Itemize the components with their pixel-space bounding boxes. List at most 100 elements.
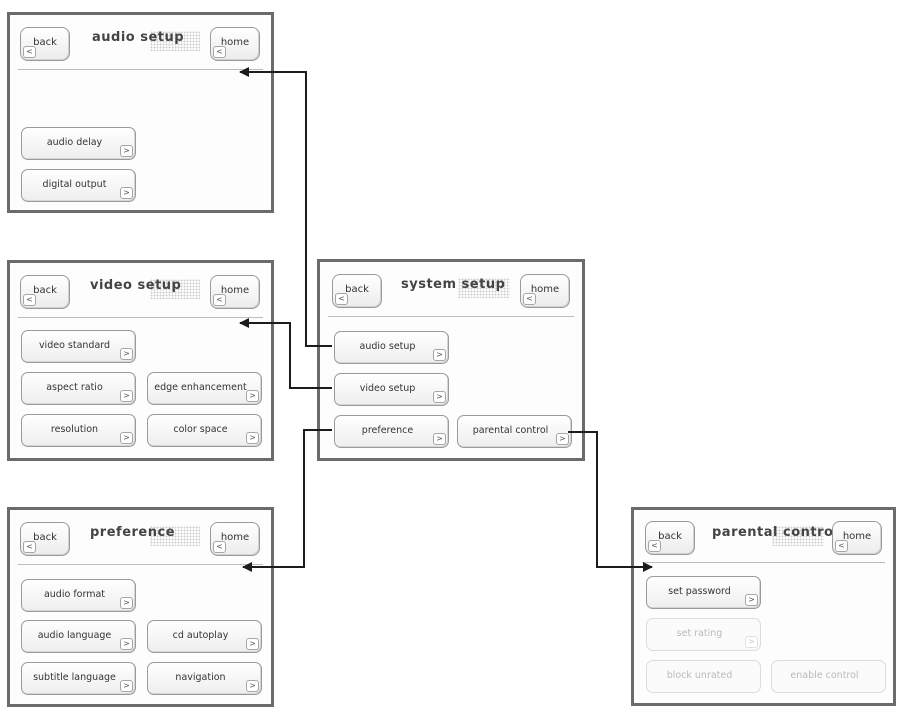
parental-control-button[interactable]: parental control > [457,415,572,448]
button-label: video standard [38,340,111,351]
chevron-right-icon: > [120,187,133,199]
parental-control-panel: back < parental control home < set passw… [631,507,896,706]
back-arrow-icon: < [23,541,36,553]
home-button[interactable]: home < [210,522,260,556]
chevron-right-icon: > [120,390,133,402]
home-label: home [530,284,560,295]
panel-title: video setup [90,278,182,293]
video-setup-connector [239,318,332,389]
home-label: home [842,531,872,542]
back-arrow-icon: < [23,46,36,58]
panel-title: audio setup [92,30,185,45]
home-label: home [220,532,250,543]
audio-setup-button[interactable]: audio setup > [334,331,449,364]
resolution-button[interactable]: resolution > [21,414,136,447]
title-pattern [150,279,200,299]
video-setup-panel: back < video setup home < video standard… [7,260,274,461]
back-button[interactable]: back < [20,522,70,556]
preference-connector [242,429,332,572]
audio-format-button[interactable]: audio format > [21,579,136,612]
chevron-right-icon: > [120,145,133,157]
home-arrow-icon: < [213,46,226,58]
chevron-right-icon: > [745,636,758,648]
button-label: set password [668,586,731,597]
button-label: audio format [43,589,106,600]
chevron-right-icon: > [433,349,446,361]
title-pattern [458,278,510,298]
home-arrow-icon: < [213,294,226,306]
block-unrated-button: block unrated [646,660,761,693]
chevron-right-icon: > [433,433,446,445]
header-divider [328,316,574,317]
back-arrow-icon: < [335,293,348,305]
chevron-right-icon: > [120,638,133,650]
set-password-button[interactable]: set password > [646,576,761,609]
home-button[interactable]: home < [832,521,882,555]
back-label: back [345,284,369,295]
button-label: color space [173,424,228,435]
button-label: audio delay [46,137,103,148]
audio-setup-panel: back < audio setup home < audio delay > … [7,12,274,213]
digital-output-button[interactable]: digital output > [21,169,136,202]
button-label: edge enhancement [154,382,247,393]
color-space-button[interactable]: color space > [147,414,262,447]
audio-language-button[interactable]: audio language > [21,620,136,653]
button-label: enable control [790,670,859,681]
home-label: home [220,37,250,48]
edge-enhancement-button[interactable]: edge enhancement > [147,372,262,405]
chevron-right-icon: > [120,680,133,692]
navigation-button[interactable]: navigation > [147,662,262,695]
chevron-right-icon: > [246,390,259,402]
home-label: home [220,285,250,296]
button-label: cd autoplay [172,630,229,641]
chevron-right-icon: > [745,594,758,606]
back-button[interactable]: back < [645,521,695,555]
chevron-right-icon: > [246,432,259,444]
button-label: set rating [676,628,723,639]
button-label: subtitle language [33,672,116,683]
preference-button[interactable]: preference > [334,415,449,448]
back-label: back [658,531,682,542]
video-setup-button[interactable]: video setup > [334,373,449,406]
panel-title: parental control [712,525,839,540]
subtitle-language-button[interactable]: subtitle language > [21,662,136,695]
cd-autoplay-button[interactable]: cd autoplay > [147,620,262,653]
home-arrow-icon: < [835,540,848,552]
button-label: audio language [37,630,112,641]
video-standard-button[interactable]: video standard > [21,330,136,363]
back-label: back [33,37,57,48]
panel-title: system setup [401,277,506,292]
title-pattern [150,31,200,51]
header-divider [642,562,885,563]
back-button[interactable]: back < [332,274,382,308]
chevron-right-icon: > [120,597,133,609]
chevron-right-icon: > [120,432,133,444]
chevron-right-icon: > [556,433,569,445]
aspect-ratio-button[interactable]: aspect ratio > [21,372,136,405]
button-label: digital output [42,179,107,190]
panel-title: preference [90,525,176,540]
home-arrow-icon: < [213,541,226,553]
back-label: back [33,532,57,543]
parental-control-connector [568,431,653,572]
home-button[interactable]: home < [210,275,260,309]
button-label: resolution [50,424,99,435]
audio-delay-button[interactable]: audio delay > [21,127,136,160]
chevron-right-icon: > [433,391,446,403]
home-button[interactable]: home < [210,27,260,61]
chevron-right-icon: > [120,348,133,360]
home-arrow-icon: < [523,293,536,305]
button-label: preference [361,425,414,436]
back-label: back [33,285,57,296]
home-button[interactable]: home < [520,274,570,308]
chevron-right-icon: > [246,680,259,692]
button-label: navigation [175,672,226,683]
back-button[interactable]: back < [20,27,70,61]
enable-control-button: enable control [771,660,886,693]
title-pattern [772,526,824,546]
back-button[interactable]: back < [20,275,70,309]
button-label: parental control [472,425,549,436]
header-divider [18,564,263,565]
chevron-right-icon: > [246,638,259,650]
button-label: video setup [359,383,416,394]
